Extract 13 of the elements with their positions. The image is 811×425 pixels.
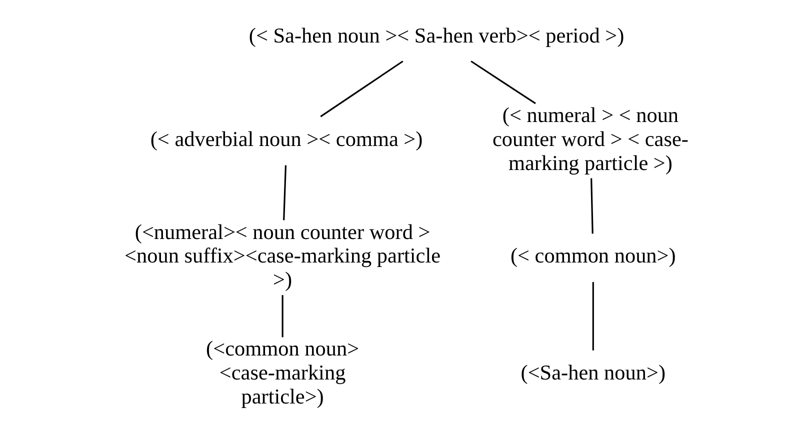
connector xyxy=(592,282,594,350)
node-text: (<Sa-hen noun>) xyxy=(520,360,666,384)
node-text: (< numeral > < noun counter word > < case-marking particle >) xyxy=(492,102,688,175)
node-text: (<numeral>< noun counter word > <noun suffix><case-marking particle >) xyxy=(124,220,440,292)
node-text: (< common noun>) xyxy=(510,244,676,268)
node-text: (< adverbial noun >< comma >) xyxy=(150,126,422,151)
connector xyxy=(590,178,593,234)
connector xyxy=(281,295,283,338)
connector xyxy=(470,60,536,104)
node-text: (<common noun> <case-marking particle>) xyxy=(206,336,359,408)
connector xyxy=(282,165,286,220)
connector xyxy=(320,60,403,118)
node-text: (< Sa-hen noun >< Sa-hen verb>< period >) xyxy=(248,23,624,48)
